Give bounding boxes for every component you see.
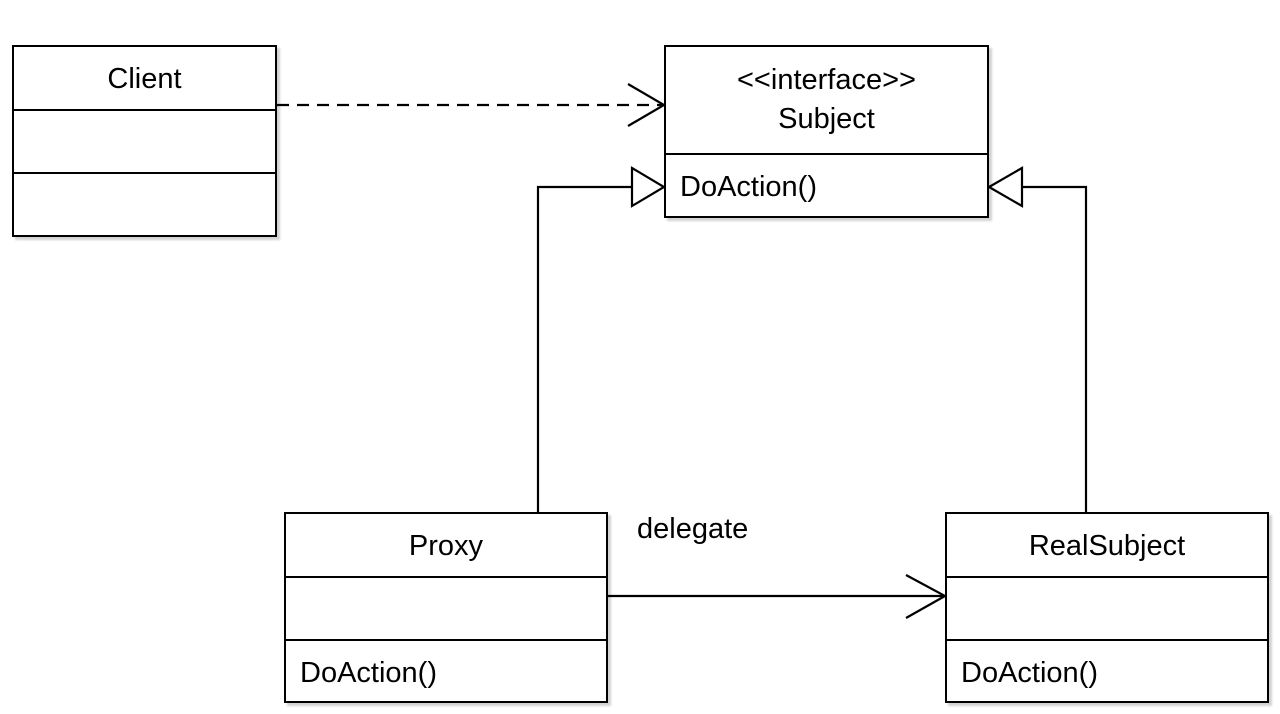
class-client[interactable]: Client <box>12 45 277 237</box>
class-proxy-attributes-compartment <box>286 576 606 640</box>
class-proxy-name-compartment: Proxy <box>286 514 606 577</box>
class-subject[interactable]: <<interface>> Subject DoAction() <box>664 45 989 218</box>
realization-line <box>1022 185 1088 512</box>
delegate-label: delegate <box>637 513 749 545</box>
class-name: Client <box>107 63 182 95</box>
class-client-attributes-compartment <box>14 109 275 173</box>
class-realsubject[interactable]: RealSubject DoAction() <box>945 512 1269 703</box>
class-client-name-compartment: Client <box>14 47 275 110</box>
class-name: Proxy <box>408 530 484 562</box>
class-subject-operations-compartment: DoAction() <box>666 153 987 218</box>
stereotype-label: <<interface>> <box>737 64 916 96</box>
class-client-operations-compartment <box>14 172 275 237</box>
class-subject-name-compartment: <<interface>> Subject <box>666 47 987 154</box>
class-realsubject-attributes-compartment <box>947 576 1267 640</box>
hollow-triangle-arrowhead <box>986 166 1024 208</box>
class-proxy[interactable]: Proxy DoAction() <box>284 512 608 703</box>
operation-label: DoAction() <box>300 657 437 689</box>
realization-line <box>536 185 632 512</box>
class-proxy-operations-compartment: DoAction() <box>286 639 606 703</box>
hollow-triangle-arrowhead <box>630 166 667 208</box>
open-arrowhead <box>627 83 667 127</box>
class-realsubject-operations-compartment: DoAction() <box>947 639 1267 703</box>
operation-label: DoAction() <box>680 171 817 203</box>
client-subject-dependency <box>277 83 667 127</box>
open-arrowhead <box>905 574 948 619</box>
operation-label: DoAction() <box>961 657 1098 689</box>
proxy-realizes-subject <box>536 166 667 512</box>
class-realsubject-name-compartment: RealSubject <box>947 514 1267 577</box>
class-name: Subject <box>778 103 875 135</box>
proxy-delegates-realsubject <box>608 574 948 619</box>
class-name: RealSubject <box>1028 530 1186 562</box>
realsubject-realizes-subject <box>986 166 1088 512</box>
